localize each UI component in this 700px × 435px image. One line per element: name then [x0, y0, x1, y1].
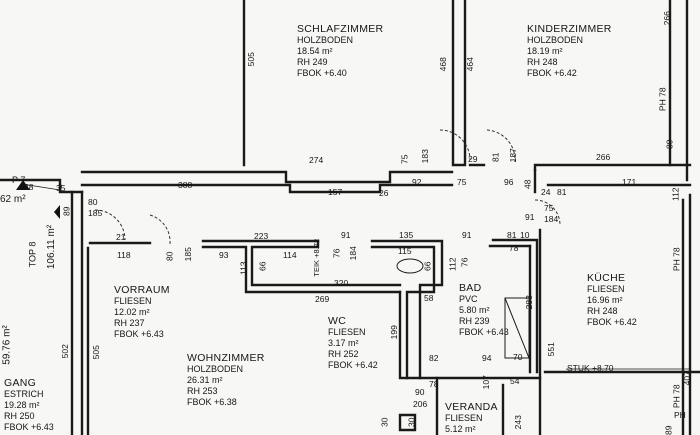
dim-label: 464 [464, 57, 475, 72]
dim-label: 388 [178, 180, 193, 190]
dim-label: 81 [507, 230, 517, 240]
dim-label: 505 [90, 345, 101, 360]
dim-label: 81 [557, 187, 567, 197]
dim-label: TEIK +8.72 [312, 238, 322, 277]
dim-label: 88 [24, 182, 34, 192]
dim-label: 75 [399, 154, 410, 164]
dim-label: 21 [116, 232, 126, 242]
ph-label-3: PH 78 [671, 384, 682, 409]
dim-label: 10 [520, 230, 530, 240]
area-59-label: 59.76 m² [1, 325, 13, 365]
dim-label: 91 [462, 230, 472, 240]
room-veranda: VERANDA FLIESEN 5.12 m² [445, 401, 498, 435]
dim-label: 135 [399, 230, 414, 240]
room-wohnzimmer: WOHNZIMMER HOLZBODEN 26.31 m² RH 253 FBO… [187, 352, 265, 408]
dim-label: 58 [424, 293, 434, 303]
dim-label: 114 [283, 250, 297, 260]
dim-label: 118 [117, 250, 131, 260]
dim-label: 94 [482, 353, 492, 363]
dim-label: 80 [88, 197, 98, 207]
dim-label: 184 [544, 214, 559, 224]
dim-label: 93 [219, 250, 229, 260]
dim-label: 112 [447, 257, 458, 272]
dim-label: 505 [245, 52, 256, 67]
dim-label: 75 [457, 177, 467, 187]
dim-label: 54 [510, 376, 520, 386]
dim-label: 185 [88, 208, 103, 218]
dim-label: 320 [334, 278, 349, 288]
dim-label: 70 [513, 352, 523, 362]
room-bad: BAD PVC 5.80 m² RH 239 FBOK +6.43 [459, 282, 509, 338]
dim-label: 91 [525, 212, 535, 222]
dim-label: 80 [164, 251, 175, 261]
dim-label: 24 [541, 187, 551, 197]
dim-label: 206 [413, 399, 428, 409]
dim-label: 112 [670, 187, 681, 202]
ph-label-1: PH 78 [657, 87, 668, 112]
dim-label: 76 [331, 248, 342, 258]
dim-label: 183 [419, 149, 430, 164]
dim-label: 243 [512, 415, 523, 430]
dim-label: 90 [415, 387, 425, 397]
dim-label: 551 [545, 342, 556, 357]
dim-label: 115 [398, 246, 412, 256]
dim-label: 78 [429, 379, 439, 389]
dim-label: 89 [61, 206, 72, 216]
dim-label: 91 [341, 230, 351, 240]
room-kueche: KÜCHE FLIESEN 16.96 m² RH 248 FBOK +6.42 [587, 272, 637, 328]
top8-area-label: 106.11 m² [46, 224, 58, 270]
dim-label: 81 [490, 152, 501, 162]
dim-label: 92 [412, 177, 422, 187]
area-62-label: 62 m² [0, 194, 26, 205]
ph-label-2: PH 78 [671, 247, 682, 272]
dim-label: 89 [663, 425, 674, 435]
dim-label: 35 [56, 183, 66, 193]
dim-label: 76 [459, 257, 470, 267]
room-gang: GANG ESTRICH 19.28 m² RH 250 FBOK +6.43 [4, 377, 54, 433]
dim-label: 199 [388, 325, 399, 340]
dim-label: 266 [596, 152, 611, 162]
dim-label: 66 [257, 261, 268, 271]
dim-label: 107 [480, 375, 491, 390]
dim-label: 266 [661, 11, 672, 26]
dim-label: 66 [422, 261, 433, 271]
dim-label: 223 [254, 231, 269, 241]
stuk-label: STUK +8.70 [567, 363, 614, 373]
dim-label: 274 [309, 155, 324, 165]
dim-label: 171 [622, 177, 637, 187]
room-vorraum: VORRAUM FLIESEN 12.02 m² RH 237 FBOK +6.… [114, 284, 170, 340]
p7-label: P 7 [12, 175, 26, 185]
dim-label: 157 [328, 187, 343, 197]
dim-label: 30 [379, 417, 390, 427]
dim-label: 468 [437, 57, 448, 72]
dim-label: 89 [664, 139, 675, 149]
room-schlafzimmer: SCHLAFZIMMER HOLZBODEN 18.54 m² RH 249 F… [297, 23, 384, 79]
top8-label: TOP 8 [27, 241, 38, 268]
dim-label: 29 [468, 154, 478, 164]
room-wc: WC FLIESEN 3.17 m² RH 252 FBOK +6.42 [328, 315, 378, 371]
dim-label: 96 [504, 177, 514, 187]
dim-label: PH [674, 410, 686, 420]
dim-label: 82 [429, 353, 439, 363]
dim-label: 184 [347, 246, 358, 261]
dim-label: 113 [238, 261, 249, 276]
dim-label: 502 [59, 344, 70, 359]
dim-label: 30 [406, 417, 417, 427]
dim-label: 269 [315, 294, 330, 304]
dim-label: 187 [507, 148, 518, 163]
room-kinderzimmer: KINDERZIMMER HOLZBODEN 18.19 m² RH 248 F… [527, 23, 612, 79]
dim-label: 407 [681, 371, 692, 386]
dim-label: 78 [509, 243, 519, 253]
dim-label: 48 [522, 179, 533, 189]
dim-label: 185 [182, 247, 193, 262]
dim-label: 75 [544, 203, 554, 213]
dim-label: 283 [523, 295, 534, 310]
dim-label: 26 [379, 188, 389, 198]
